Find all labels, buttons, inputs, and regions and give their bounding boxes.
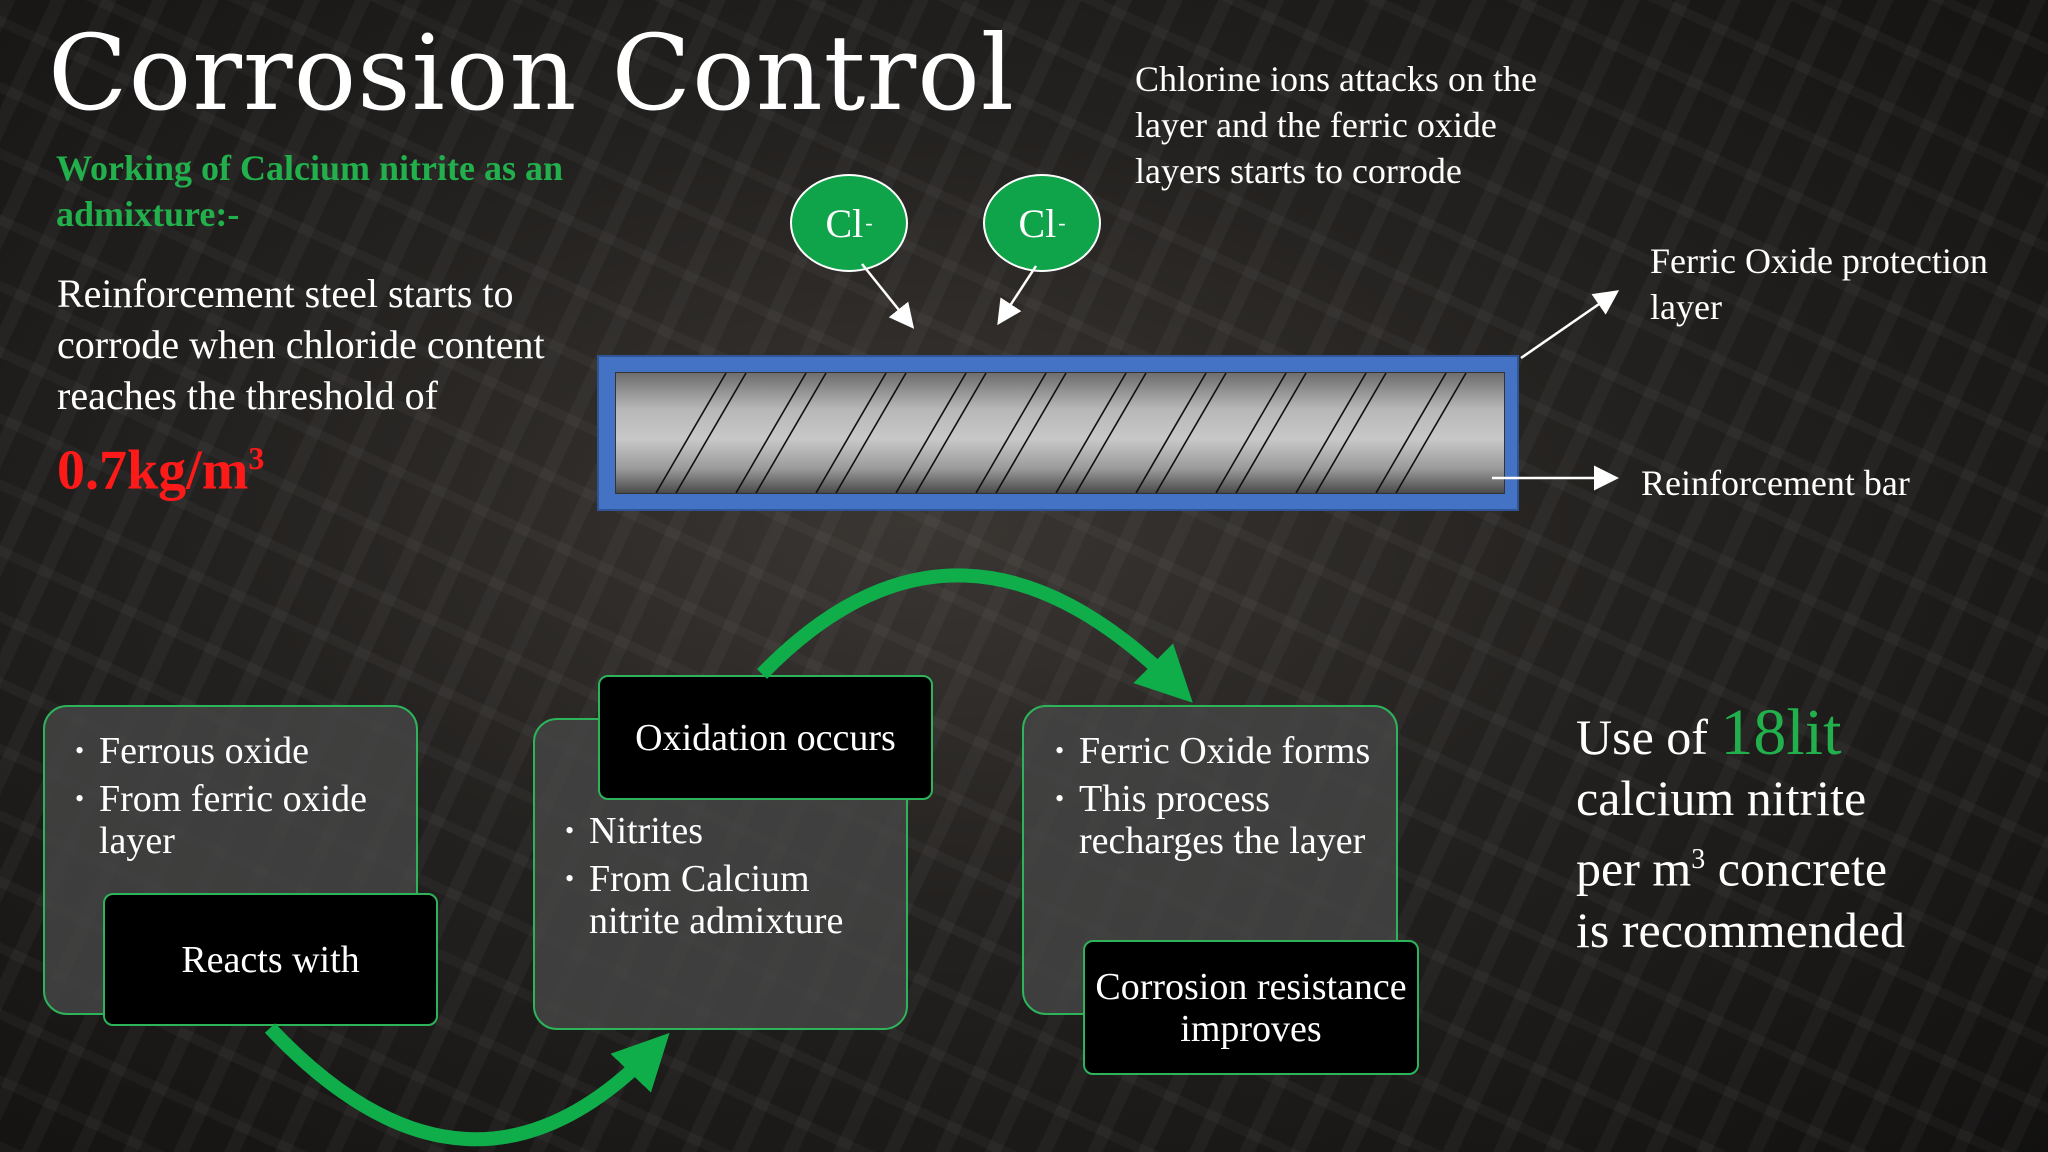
process-box-2-list: Nitrites From Calcium nitrite admixture [565, 810, 895, 948]
recommendation-line2: calcium nitrite [1576, 770, 1867, 826]
chloride-ion-1: Cl- [790, 174, 908, 272]
cycle-arrow-bottom [264, 1023, 670, 1147]
chlorine-note: Chlorine ions attacks on the layer and t… [1135, 59, 1537, 191]
process-box-3-list: Ferric Oxide forms This process recharge… [1055, 730, 1385, 868]
ion2-arrow [997, 265, 1038, 326]
ion1-arrow [861, 263, 915, 329]
reacts-with-box: Reacts with [103, 893, 438, 1026]
chloride-ion-2: Cl- [983, 174, 1101, 272]
recommendation-line3b: concrete [1705, 840, 1888, 897]
ferric-oxide-arrow [1520, 290, 1620, 360]
recommendation-line3-sup: 3 [1691, 844, 1706, 875]
list-item: From Calcium nitrite admixture [565, 858, 895, 942]
cycle-arrow-top [756, 568, 1193, 703]
ion-charge: - [865, 210, 873, 235]
recommendation-line4: is recommended [1576, 901, 1906, 958]
threshold-value-sup: 3 [248, 440, 265, 476]
recommendation-text: Use of 18lit calcium nitrite per m3 conc… [1576, 700, 2026, 961]
threshold-value-text: 0.7kg/m [57, 439, 249, 502]
bar-hatching [655, 373, 1467, 493]
ferric-oxide-label: Ferric Oxide protection layer [1650, 241, 1988, 327]
list-item: Ferric Oxide forms [1055, 730, 1385, 772]
list-item: From ferric oxide layer [75, 778, 405, 862]
threshold-text: Reinforcement steel starts to corrode wh… [57, 271, 545, 418]
recommendation-highlight: 18lit [1720, 696, 1842, 769]
list-item: Ferrous oxide [75, 730, 405, 772]
threshold-value: 0.7kg/m3 [57, 427, 264, 502]
process-box-1-list: Ferrous oxide From ferric oxide layer [75, 730, 405, 868]
slide-title: Corrosion Control [48, 12, 1016, 134]
ion-charge: - [1058, 210, 1066, 235]
threshold-paragraph: Reinforcement steel starts to corrode wh… [57, 268, 577, 502]
corrosion-resistance-box: Corrosion resistance improves [1083, 940, 1419, 1075]
reinforcement-bar [615, 372, 1505, 494]
ion-symbol: Cl [1018, 200, 1057, 246]
list-item: Nitrites [565, 810, 895, 852]
reinforcement-bar-label: Reinforcement bar [1641, 463, 1910, 503]
oxidation-occurs-box: Oxidation occurs [598, 675, 933, 800]
recommendation-prefix: Use of [1576, 709, 1708, 765]
recommendation-line3a: per m [1576, 840, 1692, 897]
list-item: This process recharges the layer [1055, 778, 1385, 862]
slide-subtitle: Working of Calcium nitrite as an admixtu… [56, 148, 564, 234]
ion-symbol: Cl [825, 200, 864, 246]
